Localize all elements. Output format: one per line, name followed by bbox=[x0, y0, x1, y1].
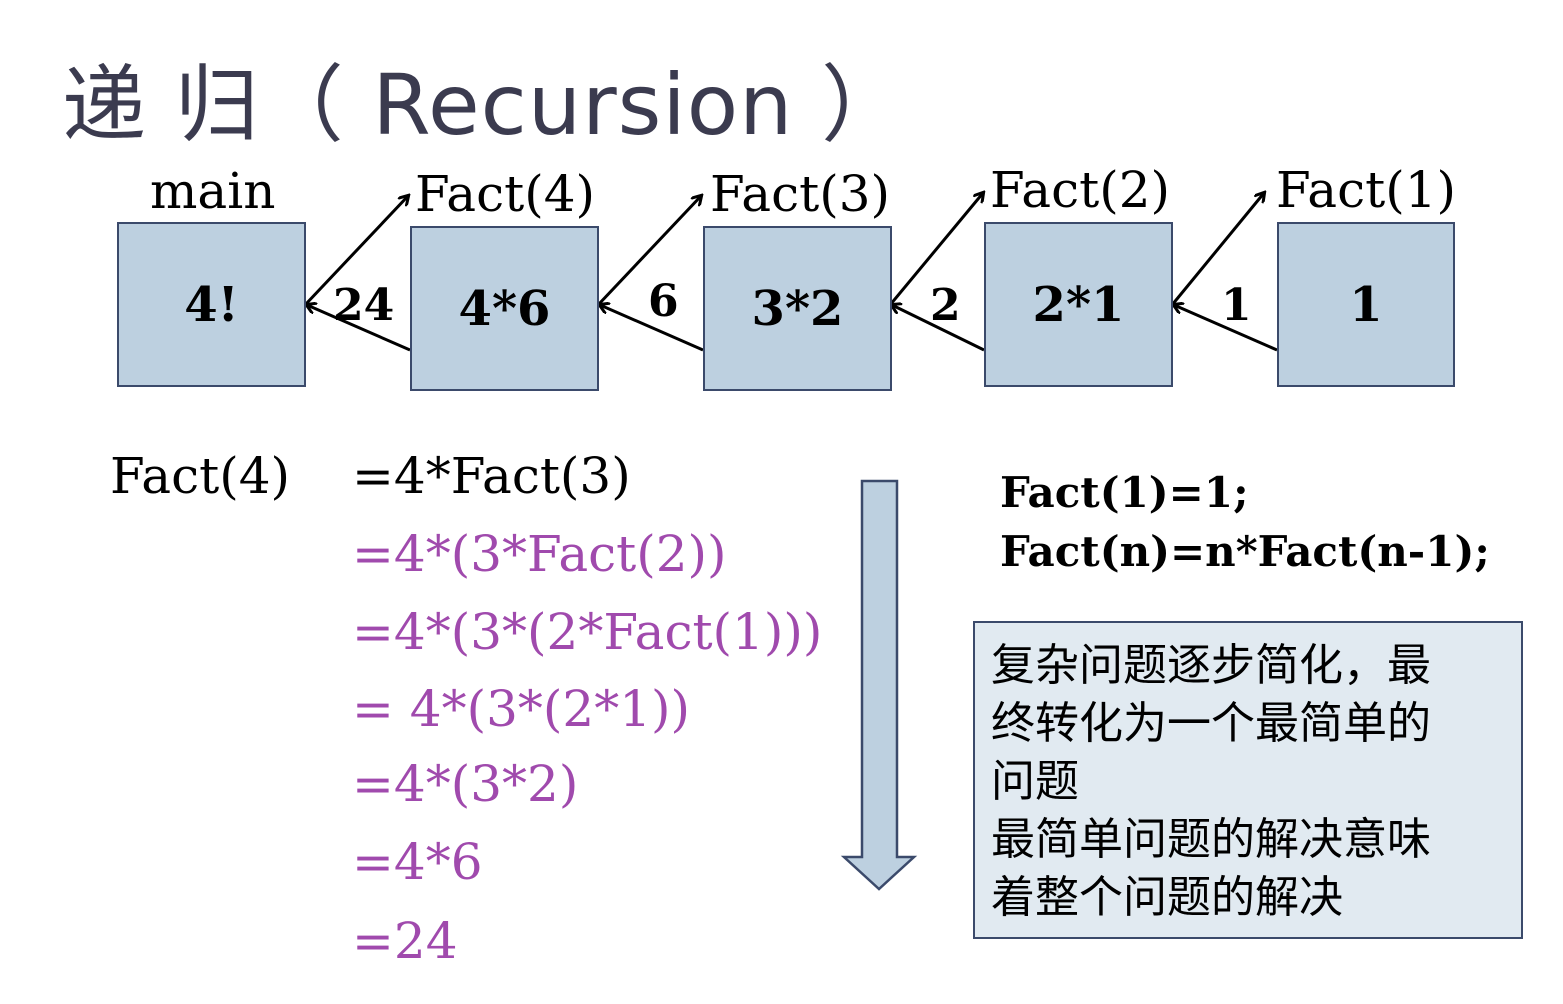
frame-box-fact1: 1 bbox=[1277, 222, 1455, 387]
call-arrow bbox=[1170, 193, 1264, 306]
frame-value: 3*2 bbox=[751, 280, 844, 337]
return-arrow bbox=[307, 305, 411, 352]
call-arrow bbox=[596, 196, 701, 307]
note-line: 最简单问题的解决意味 bbox=[991, 814, 1431, 865]
return-value: 24 bbox=[333, 280, 395, 331]
frame-box-fact2: 2*1 bbox=[984, 222, 1173, 387]
expansion-step: =4*(3*(2*Fact(1))) bbox=[352, 603, 823, 661]
note-line: 问题 bbox=[991, 756, 1079, 807]
expansion-first: =4*Fact(3) bbox=[352, 447, 631, 505]
frame-box-fact4: 4*6 bbox=[410, 226, 599, 391]
expansion-step: =4*6 bbox=[352, 833, 483, 891]
expansion-lhs: Fact(4) bbox=[110, 447, 291, 505]
return-arrow bbox=[1174, 305, 1278, 352]
frame-box-fact3: 3*2 bbox=[703, 226, 892, 391]
frame-value: 4*6 bbox=[458, 280, 551, 337]
expansion-step: =4*(3*Fact(2)) bbox=[352, 525, 727, 583]
note-line: 终转化为一个最简单的 bbox=[991, 698, 1431, 749]
down-arrow-icon bbox=[840, 479, 918, 891]
return-arrow bbox=[892, 305, 985, 352]
frame-box-main: 4! bbox=[117, 222, 306, 387]
recursive-formula: Fact(n)=n*Fact(n-1); bbox=[1000, 527, 1490, 576]
frame-label-fact2: Fact(2) bbox=[990, 161, 1171, 219]
call-arrow bbox=[303, 196, 408, 307]
note-line: 着整个问题的解决 bbox=[991, 872, 1343, 923]
frame-label-fact4: Fact(4) bbox=[415, 165, 596, 223]
return-value: 6 bbox=[648, 276, 679, 327]
expansion-step: = 4*(3*(2*1)) bbox=[352, 680, 691, 738]
note-line: 复杂问题逐步简化，最 bbox=[991, 640, 1431, 691]
call-arrow bbox=[888, 193, 983, 306]
return-arrow bbox=[600, 305, 704, 352]
frame-value: 2*1 bbox=[1032, 276, 1125, 333]
frame-value: 1 bbox=[1349, 276, 1383, 333]
expansion-step: =4*(3*2) bbox=[352, 755, 579, 813]
base-case-formula: Fact(1)=1; bbox=[1000, 468, 1249, 517]
explanation-note: 复杂问题逐步简化，最 终转化为一个最简单的 问题 最简单问题的解决意味 着整个问… bbox=[973, 621, 1523, 939]
frame-label-fact1: Fact(1) bbox=[1276, 161, 1457, 219]
frame-label-fact3: Fact(3) bbox=[710, 165, 891, 223]
frame-value: 4! bbox=[184, 276, 239, 333]
expansion-step: =24 bbox=[352, 912, 458, 970]
return-value: 2 bbox=[930, 280, 961, 331]
page-title: 递 归（ Recursion ） bbox=[62, 56, 907, 154]
return-value: 1 bbox=[1221, 280, 1252, 331]
frame-label-main: main bbox=[150, 162, 276, 220]
